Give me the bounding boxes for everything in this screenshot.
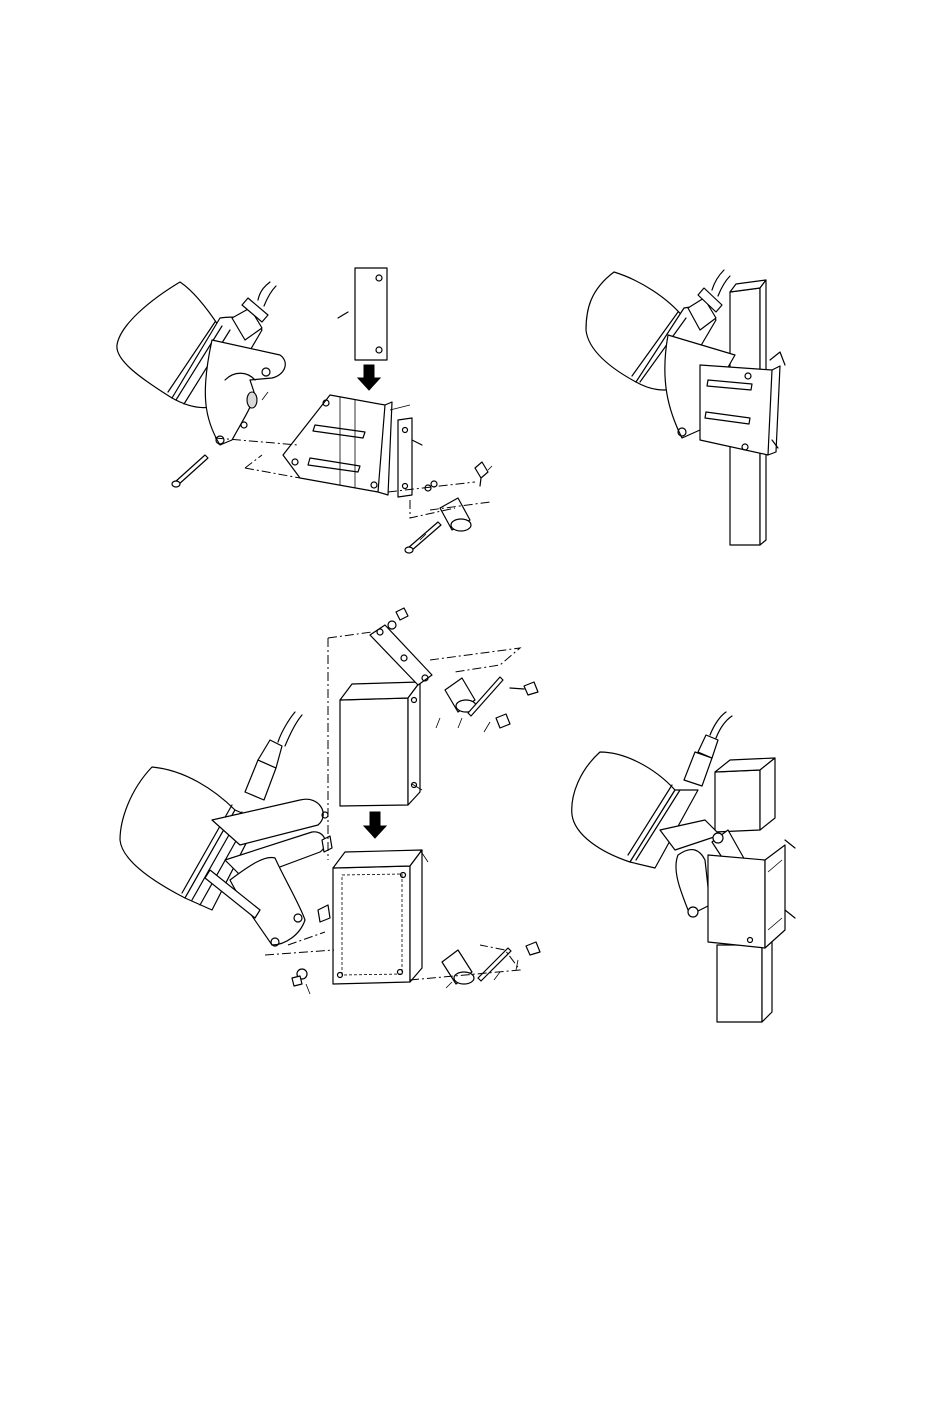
figure-4-assembled-tube-mount (572, 712, 795, 1022)
down-arrow-icon (358, 365, 380, 390)
figure-3-exploded-tube-mount (120, 608, 540, 994)
nut-washer (425, 481, 437, 491)
cable-gland (245, 712, 302, 800)
bolt (172, 455, 208, 487)
link-plate (370, 608, 432, 685)
mounting-plate (700, 352, 785, 455)
spacer-roller (440, 498, 471, 531)
spacer-roller-top (445, 678, 476, 712)
spacer-roller-bottom (442, 950, 474, 984)
lamp-housing (572, 752, 698, 868)
wing-knob (475, 462, 488, 486)
wing-knob-top (496, 682, 538, 728)
tube-bracket-bottom (333, 850, 422, 984)
figure-1-exploded-flat-mount (117, 268, 492, 553)
figure-2-assembled-flat-mount (586, 270, 785, 545)
spacer-strip (398, 418, 422, 497)
insert-plate (338, 268, 387, 360)
rod-bottom (478, 948, 511, 981)
wing-knob-bottom (526, 942, 540, 955)
tube-bracket-top (340, 682, 420, 806)
down-arrow-icon (364, 812, 386, 838)
mounting-plate (283, 395, 392, 495)
mounting-yoke (205, 340, 285, 445)
tube-bracket (708, 840, 795, 948)
